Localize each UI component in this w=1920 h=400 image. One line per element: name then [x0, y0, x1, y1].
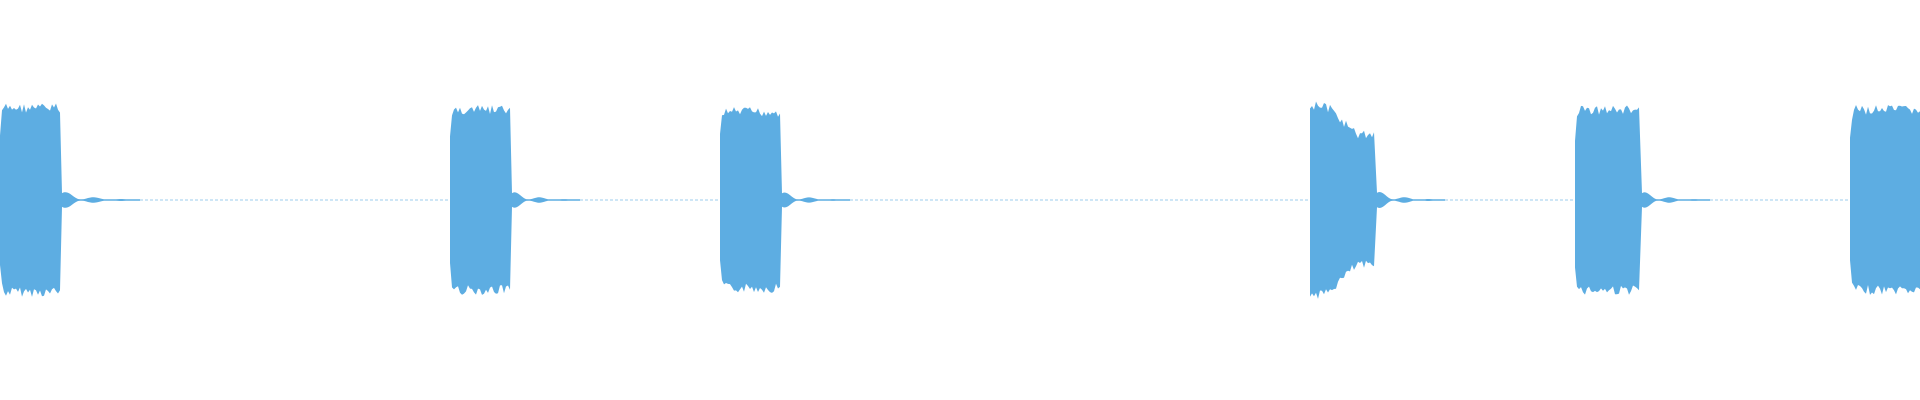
waveform-burst-1 — [0, 103, 140, 297]
waveform-burst-2 — [450, 105, 580, 295]
waveform-burst-5 — [1575, 105, 1710, 295]
waveform-bursts — [0, 101, 1920, 299]
waveform-burst-6 — [1850, 105, 1920, 295]
waveform-burst-3 — [720, 107, 850, 293]
waveform-burst-4 — [1310, 101, 1445, 299]
